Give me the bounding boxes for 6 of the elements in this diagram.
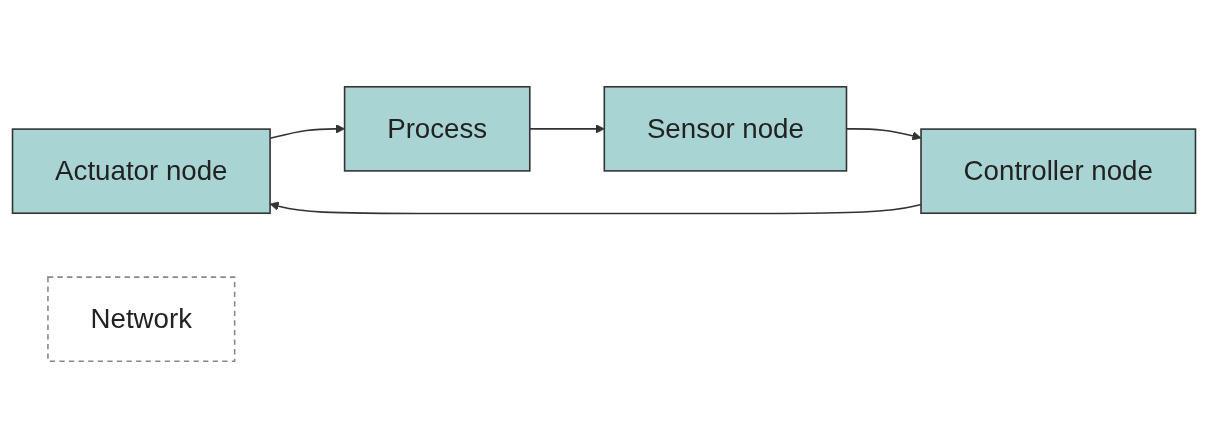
node-box: Process <box>343 86 531 172</box>
node-box: Sensor node <box>603 86 847 172</box>
node-box: Network <box>46 276 235 363</box>
node-box: Actuator node <box>11 128 271 214</box>
arrow <box>845 128 921 141</box>
node-box: Controller node <box>919 128 1196 214</box>
